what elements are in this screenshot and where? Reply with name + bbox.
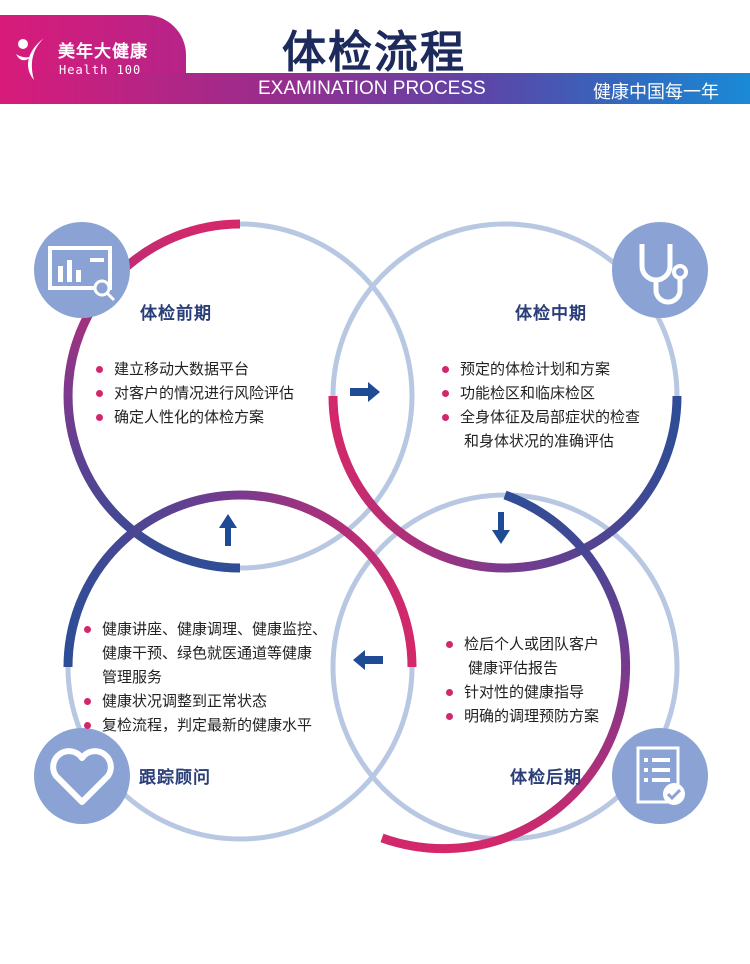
- list-item: 明确的调理预防方案: [444, 704, 599, 728]
- list-item: 建立移动大数据平台: [94, 357, 294, 381]
- page-subtitle: EXAMINATION PROCESS: [258, 78, 486, 99]
- heart-icon: [34, 728, 130, 824]
- list-item: 针对性的健康指导: [444, 680, 599, 704]
- checklist-icon: [612, 728, 708, 824]
- list-item: 健康状况调整到正常状态: [82, 689, 327, 713]
- list-item: 确定人性化的体检方案: [94, 405, 294, 429]
- list-item: 预定的体检计划和方案: [440, 357, 640, 381]
- list-item: 检后个人或团队客户: [444, 632, 599, 656]
- stage-title-post: 体检后期: [510, 768, 582, 788]
- list-item: 健康讲座、健康调理、健康监控、: [82, 617, 327, 641]
- arrow-down-icon: [492, 512, 510, 544]
- arc-pre: [63, 219, 241, 573]
- list-pre: 建立移动大数据平台 对客户的情况进行风险评估 确定人性化的体检方案: [94, 357, 294, 429]
- list-item: 健康评估报告: [468, 659, 559, 677]
- stage-title-follow: 跟踪顾问: [139, 768, 211, 788]
- arc-mid: [328, 395, 682, 573]
- arc-post: [380, 490, 631, 854]
- stethoscope-icon: [612, 222, 708, 318]
- header-band: [0, 73, 750, 104]
- arrow-right-icon: [350, 382, 380, 402]
- arc-follow: [63, 490, 417, 668]
- list-post: 检后个人或团队客户 健康评估报告 针对性的健康指导 明确的调理预防方案: [444, 632, 599, 728]
- chart-search-icon: [34, 222, 130, 318]
- stage-title-mid: 体检中期: [515, 304, 587, 324]
- list-item: 和身体状况的准确评估: [464, 432, 615, 450]
- list-item: 全身体征及局部症状的检查: [440, 405, 640, 429]
- logo-text-en: Health 100: [59, 63, 142, 77]
- list-item: 功能检区和临床检区: [440, 381, 640, 405]
- logo-figure-icon: [16, 38, 44, 80]
- list-mid: 预定的体检计划和方案 功能检区和临床检区 全身体征及局部症状的检查 和身体状况的…: [440, 357, 640, 453]
- list-item: 对客户的情况进行风险评估: [94, 381, 294, 405]
- slogan: 健康中国每一年: [593, 82, 719, 103]
- list-item: 复检流程，判定最新的健康水平: [82, 713, 327, 737]
- list-item: 健康干预、绿色就医通道等健康: [102, 644, 313, 662]
- list-item: 管理服务: [102, 668, 163, 686]
- list-follow: 健康讲座、健康调理、健康监控、 健康干预、绿色就医通道等健康 管理服务 健康状况…: [82, 617, 327, 737]
- logo-text-cn: 美年大健康: [58, 42, 148, 62]
- arrow-up-icon: [219, 514, 237, 546]
- page-title: 体检流程: [282, 27, 466, 78]
- arrow-left-icon: [353, 650, 383, 670]
- stage-title-pre: 体检前期: [140, 304, 212, 324]
